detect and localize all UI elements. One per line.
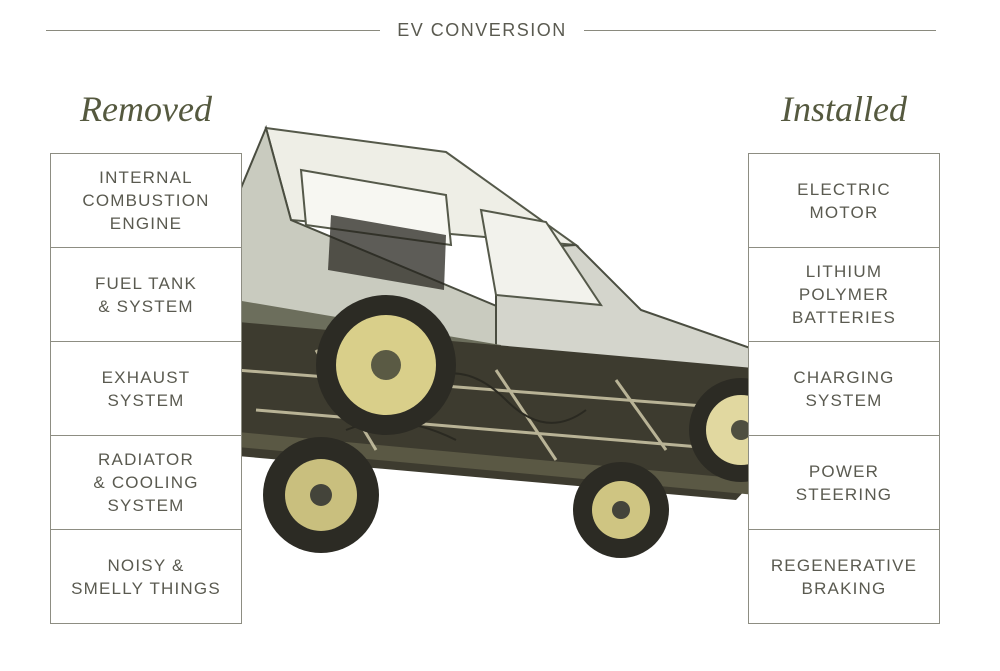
header-rule-left bbox=[46, 30, 380, 31]
removed-item-label: RADIATOR & COOLING SYSTEM bbox=[93, 450, 199, 515]
removed-item-label: FUEL TANK & SYSTEM bbox=[94, 273, 198, 316]
installed-list: ELECTRIC MOTOR LITHIUM POLYMER BATTERIES… bbox=[748, 153, 940, 624]
installed-item-label: LITHIUM POLYMER BATTERIES bbox=[791, 262, 896, 327]
removed-item: EXHAUST SYSTEM bbox=[50, 341, 242, 436]
installed-item-label: CHARGING SYSTEM bbox=[793, 367, 895, 410]
installed-title: Installed bbox=[781, 89, 907, 129]
installed-item: POWER STEERING bbox=[748, 435, 940, 530]
removed-item: RADIATOR & COOLING SYSTEM bbox=[50, 435, 242, 530]
removed-item-label: NOISY & SMELLY THINGS bbox=[71, 555, 221, 598]
header-rule-right bbox=[584, 30, 936, 31]
installed-item-label: ELECTRIC MOTOR bbox=[797, 179, 891, 222]
removed-item-label: EXHAUST SYSTEM bbox=[101, 367, 191, 410]
removed-item: FUEL TANK & SYSTEM bbox=[50, 247, 242, 342]
removed-item: NOISY & SMELLY THINGS bbox=[50, 529, 242, 624]
removed-item: INTERNAL COMBUSTION ENGINE bbox=[50, 153, 242, 248]
removed-title: Removed bbox=[80, 89, 212, 129]
removed-item-label: INTERNAL COMBUSTION ENGINE bbox=[82, 168, 210, 233]
page-title: EV CONVERSION bbox=[397, 20, 567, 40]
installed-item: CHARGING SYSTEM bbox=[748, 341, 940, 436]
installed-item: REGENERATIVE BRAKING bbox=[748, 529, 940, 624]
installed-item: LITHIUM POLYMER BATTERIES bbox=[748, 247, 940, 342]
installed-item-label: REGENERATIVE BRAKING bbox=[770, 555, 918, 598]
land-rover-cutaway-icon bbox=[216, 124, 793, 558]
removed-list: INTERNAL COMBUSTION ENGINE FUEL TANK & S… bbox=[50, 153, 242, 624]
installed-item-label: POWER STEERING bbox=[795, 461, 893, 504]
header: EV CONVERSION bbox=[46, 18, 936, 44]
installed-item: ELECTRIC MOTOR bbox=[748, 153, 940, 248]
